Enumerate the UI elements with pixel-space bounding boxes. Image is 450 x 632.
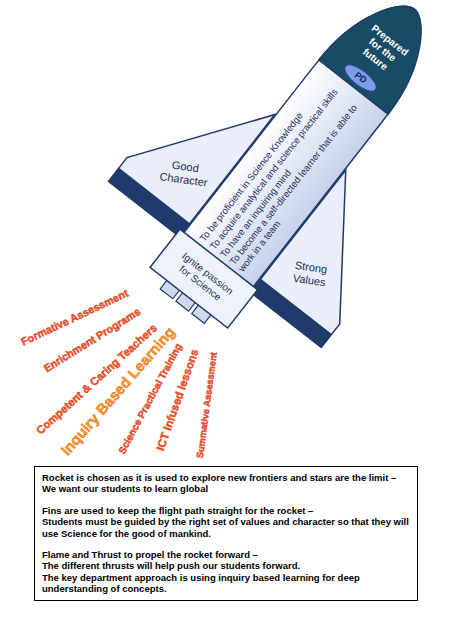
flame-label: Formative Assessment — [19, 288, 130, 349]
caption-text: The key department approach is using inq… — [42, 572, 410, 595]
caption-text: Students must be guided by the right set… — [42, 516, 410, 539]
rocket-group: To be proficient in Science KnowledgeTo … — [86, 0, 450, 382]
caption-text: Rocket is chosen as it is used to explor… — [42, 472, 410, 483]
wing-fill — [250, 170, 416, 348]
tail-box-fill — [150, 229, 257, 328]
nose-cap-fill — [319, 0, 449, 114]
caption-text: The different thrusts will help push our… — [42, 560, 410, 571]
caption-text: Flame and Thrust to propel the rocket fo… — [42, 549, 410, 560]
caption-text: We want our students to learn global — [42, 483, 410, 494]
flame-label: Summative Assessment — [195, 352, 219, 459]
caption-box: Rocket is chosen as it is used to explor… — [34, 466, 418, 601]
wing-stripe — [250, 279, 331, 348]
flame-label: ICT Infused lessons — [154, 347, 201, 452]
pd-oval-fill — [341, 60, 380, 95]
flame-label: Enrichment Programs — [42, 306, 143, 375]
wing-fill — [109, 59, 275, 237]
caption-text: Fins are used to keep the flight path st… — [42, 505, 410, 516]
